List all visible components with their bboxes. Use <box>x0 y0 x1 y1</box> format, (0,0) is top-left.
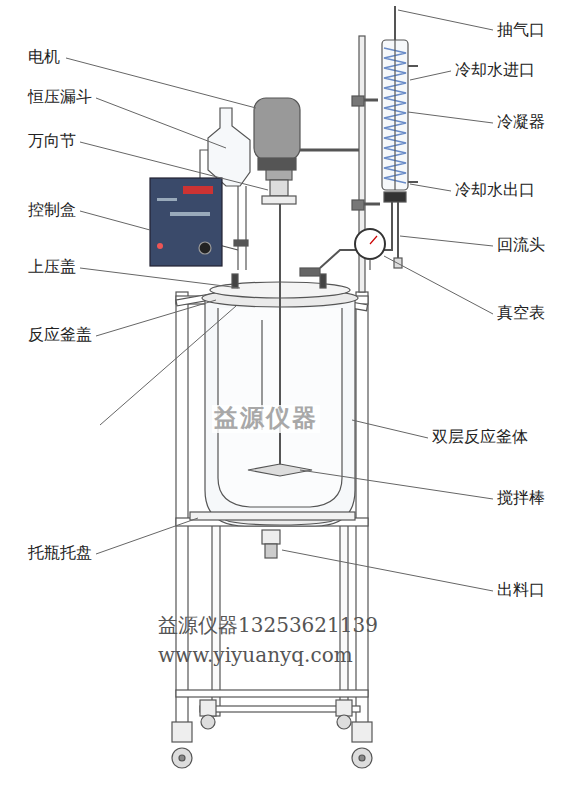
part-label: 万向节 <box>28 132 76 150</box>
caster-wheels-part <box>201 715 215 729</box>
part-label: 真空表 <box>497 304 545 322</box>
tray-and-outlet-part <box>190 512 355 520</box>
reflux-head-part <box>370 236 377 244</box>
part-label: 冷却水进口 <box>455 61 535 79</box>
part-label: 抽气口 <box>497 21 545 39</box>
control-box-part <box>157 198 177 201</box>
leader-lines-part <box>66 58 256 108</box>
condenser-part <box>382 40 408 190</box>
condenser-part <box>408 65 418 67</box>
control-box-part <box>150 178 222 266</box>
part-label: 冷却水出口 <box>455 181 535 199</box>
part-label: 冷凝器 <box>497 113 545 131</box>
funnel-part <box>245 186 246 270</box>
part-label: 反应釜盖 <box>28 326 92 344</box>
leader-lines-part <box>384 256 493 314</box>
motor-part <box>266 170 292 180</box>
motor-part <box>300 149 362 152</box>
caster-wheels-part <box>172 722 192 742</box>
condenser-part <box>394 6 396 40</box>
support-stand-part <box>364 99 378 102</box>
part-label: 搅拌棒 <box>497 489 545 507</box>
part-label: 托瓶托盘 <box>28 544 92 562</box>
caster-wheels-part <box>336 700 352 716</box>
leader-lines-part <box>96 300 216 336</box>
funnel-part <box>208 108 250 186</box>
caster-wheels-part <box>352 722 372 742</box>
reflux-head-part <box>397 202 399 258</box>
watermark: 益源仪器 <box>212 405 320 433</box>
motor-part <box>270 180 288 196</box>
part-label: 恒压漏斗 <box>28 88 92 106</box>
funnel-part <box>234 240 248 246</box>
stirrer <box>248 190 312 476</box>
lid-part <box>320 274 326 288</box>
leader-lines-part <box>352 420 428 438</box>
part-label: 上压盖 <box>28 258 76 276</box>
leader-lines-part <box>408 112 493 123</box>
motor <box>254 98 362 204</box>
caster-wheels <box>172 700 372 768</box>
caster-wheels-part <box>172 748 192 768</box>
website-text: www.yiyuanyq.com <box>158 644 353 667</box>
leader-lines-part <box>96 518 198 554</box>
leader-lines-part <box>80 211 150 230</box>
leader-lines-part <box>410 71 451 80</box>
control-box-part <box>157 243 163 249</box>
control-box-part <box>183 186 213 194</box>
caster-wheels-part <box>359 755 365 761</box>
caster-wheels-part <box>337 715 351 729</box>
control-box <box>150 178 222 266</box>
tray-and-outlet-part <box>262 530 280 544</box>
leader-lines-part <box>96 98 226 148</box>
part-label: 控制盒 <box>28 201 76 219</box>
reflux-head-part <box>320 202 392 268</box>
leader-lines-part <box>398 10 493 30</box>
frame-part <box>176 690 368 697</box>
lid-part <box>232 274 238 288</box>
leader-lines-part <box>282 550 493 591</box>
motor-part <box>262 196 296 204</box>
reflux-head <box>320 202 402 270</box>
tray-and-outlet <box>190 512 355 558</box>
leader-lines-part <box>400 236 493 246</box>
leader-lines-part <box>300 470 493 499</box>
leader-lines-part <box>80 268 240 288</box>
condenser-part <box>384 192 406 202</box>
control-box-part <box>170 212 210 216</box>
lid-part <box>300 268 320 276</box>
part-label: 回流头 <box>497 236 545 254</box>
leader-lines-part <box>80 142 268 190</box>
frame-part <box>356 292 368 724</box>
reflux-head-part <box>369 259 370 270</box>
control-box-part <box>199 242 211 254</box>
funnel-part <box>237 186 238 270</box>
leader-lines <box>66 10 493 591</box>
support-stand-part <box>352 200 364 210</box>
caster-wheels-part <box>200 700 216 716</box>
part-label: 出料口 <box>497 581 545 599</box>
tray-and-outlet-part <box>265 544 277 558</box>
condenser <box>382 6 418 202</box>
contact-text: 益源仪器13253621139 <box>158 614 378 637</box>
leader-lines-part <box>410 184 451 191</box>
caster-wheels-part <box>352 748 372 768</box>
part-label: 电机 <box>28 48 60 66</box>
reflux-head-part <box>355 229 385 259</box>
motor-part <box>258 158 296 170</box>
support-stand-part <box>364 203 380 206</box>
motor-part <box>254 98 300 160</box>
part-label: 双层反应釜体 <box>432 428 528 446</box>
caster-wheels-part <box>179 755 185 761</box>
support-stand-part <box>352 96 364 106</box>
condenser-part <box>394 40 395 190</box>
condenser-part <box>408 181 418 183</box>
